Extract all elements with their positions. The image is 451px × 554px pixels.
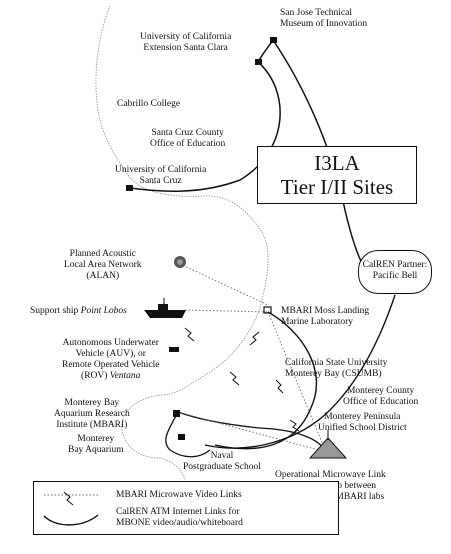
title-box: I3LA Tier I/II Sites: [257, 146, 417, 204]
atm-link-curve: [214, 311, 318, 450]
title-line1: I3LA: [314, 151, 360, 175]
partner-bubble: CalREN Partner: Pacific Bell: [358, 250, 432, 294]
site-marker-mbari: [173, 410, 180, 417]
site-marker-ucext: [255, 59, 262, 65]
partner-line1: CalREN Partner:: [362, 260, 428, 270]
site-marker-ucsc: [126, 185, 133, 191]
label-cabrillo: Cabrillo College: [117, 99, 181, 109]
site-marker-mlml: [263, 306, 272, 314]
mount-toro-icon: [308, 437, 348, 459]
microwave-link-mbari: [177, 411, 327, 453]
microwave-link-toro: [267, 311, 327, 453]
auv-icon: [169, 347, 179, 352]
label-ship: Support ship Point Lobos: [30, 306, 127, 316]
legend-atm-symbol: [43, 514, 99, 526]
atm-link-mbari: [177, 411, 327, 453]
ship-icon: [144, 298, 186, 318]
microwave-link-ship: [184, 309, 269, 313]
atm-link-sanjose: [257, 39, 274, 63]
atm-link-ucsc: [129, 61, 281, 192]
title-line2: Tier I/II Sites: [280, 175, 394, 199]
legend: MBARI Microwave Video Links CalREN ATM I…: [33, 481, 339, 535]
legend-microwave-label: MBARI Microwave Video Links: [116, 490, 242, 500]
coastline: [95, 5, 269, 481]
atm-link-csumb: [204, 294, 396, 449]
legend-microwave-symbol: [44, 491, 100, 506]
atm-link-loop: [165, 411, 211, 458]
site-marker-nps: [178, 434, 185, 440]
microwave-zigzag: [184, 327, 300, 432]
legend-symbols: [43, 491, 100, 526]
site-marker-sanjose: [270, 37, 277, 43]
partner-line2: Pacific Bell: [372, 271, 418, 281]
microwave-link-alan: [179, 263, 269, 306]
